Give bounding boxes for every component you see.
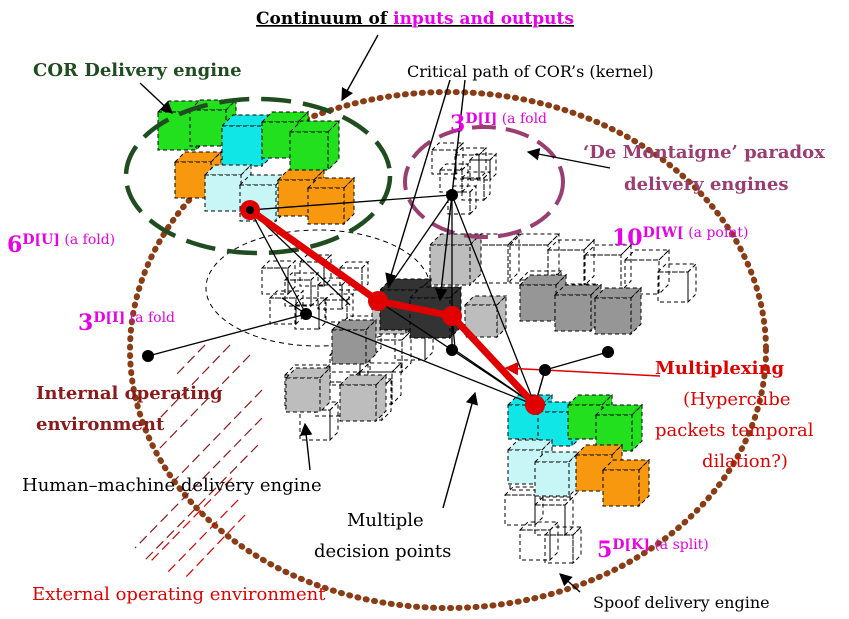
cor-cube <box>306 176 356 226</box>
decision-points <box>142 189 614 415</box>
connector-line <box>147 313 307 357</box>
wireframe-cube <box>430 141 465 176</box>
de-montaigne-boundary <box>403 125 565 239</box>
gray-cube <box>428 232 483 287</box>
continuum-boundary <box>127 89 769 611</box>
multiple-decision-label-2: decision points <box>314 541 451 562</box>
decision-point <box>142 350 154 362</box>
wireframe-cube <box>446 184 478 216</box>
gray-cube <box>463 294 508 339</box>
wireframe-cube <box>323 292 355 324</box>
gray-cube <box>553 283 603 333</box>
connector-line <box>451 194 536 406</box>
fold-10dw-label: 10D[W[ (a point) <box>612 225 748 251</box>
cor-engine-label: COR Delivery engine <box>33 60 242 81</box>
connector-line <box>249 209 307 315</box>
cor-cube <box>288 119 341 172</box>
spoof-cube <box>594 403 644 453</box>
critical-path <box>247 207 538 408</box>
external-env-label: External operating environment <box>32 584 326 605</box>
connector-line <box>305 313 536 406</box>
connector-line <box>387 194 453 289</box>
cor-engine-boundary <box>123 96 393 256</box>
cube-layer-solid <box>156 98 651 508</box>
gray-cube <box>593 286 643 336</box>
de-montaigne-label-1: ‘De Montaigne’ paradox <box>583 142 825 163</box>
fold-3di-top-label: 3D[I] (a fold <box>450 111 547 137</box>
wireframe-cube <box>546 238 596 288</box>
connector-lines <box>147 194 609 406</box>
connector-line <box>544 351 609 371</box>
gray-cube <box>330 318 378 366</box>
critical-path-node-center <box>246 206 254 214</box>
fold-6du-label: 6D[U] (a fold) <box>7 232 115 258</box>
wireframe-cube <box>338 260 370 292</box>
spoof-label: Spoof delivery engine <box>593 593 770 612</box>
decision-point <box>446 189 458 201</box>
external-hatching-red <box>149 477 246 579</box>
wireframe-cube <box>468 152 498 182</box>
hypercube-label-3: dilation?) <box>702 451 788 472</box>
cor-cube <box>220 113 275 168</box>
critical-path-node <box>368 291 388 311</box>
wireframe-cube <box>518 520 560 562</box>
decision-point <box>602 346 614 358</box>
de-montaigne-label-2: delivery engines <box>624 174 788 195</box>
connector-line <box>451 347 536 406</box>
critical-path-node <box>525 395 545 415</box>
human-machine-label: Human–machine delivery engine <box>22 475 322 496</box>
hypercube-label-1: (Hypercube <box>683 389 791 410</box>
hypercube-label-2: packets temporal <box>655 420 814 441</box>
spoof-cube <box>601 458 651 508</box>
split-label: 5D[K] (a split) <box>597 537 709 563</box>
gray-cube <box>338 373 388 423</box>
decision-point <box>539 364 551 376</box>
decision-point <box>446 344 458 356</box>
wireframe-cube <box>260 259 297 296</box>
fold-3di-mid-label: 3D[I] (a fold <box>78 310 175 336</box>
internal-env-label-2: environment <box>36 414 165 435</box>
wireframe-cube <box>583 243 633 293</box>
connector-line <box>249 194 453 211</box>
wireframe-cube <box>656 262 698 304</box>
wireframe-cube <box>543 525 583 565</box>
internal-env-label-1: Internal operating <box>36 383 223 404</box>
multiplexing-arrow <box>504 361 661 377</box>
wireframe-cube <box>623 248 671 296</box>
wireframe-cube <box>283 271 320 308</box>
critical-path-node <box>442 306 462 326</box>
external-hatching <box>134 344 263 561</box>
critical-path-label: Critical path of COR’s (kernel) <box>407 62 654 81</box>
decision-point <box>300 308 312 320</box>
spoof-cube <box>533 450 581 498</box>
annotation-arrows <box>139 34 611 593</box>
multiplexing-label: Multiplexing <box>655 358 785 379</box>
wireframe-cube <box>533 495 575 537</box>
wireframe-cube <box>298 253 333 288</box>
title: Continuum of inputs and outputs <box>256 9 574 29</box>
gray-cube <box>284 366 332 414</box>
multiple-decision-label-1: Multiple <box>347 510 424 531</box>
